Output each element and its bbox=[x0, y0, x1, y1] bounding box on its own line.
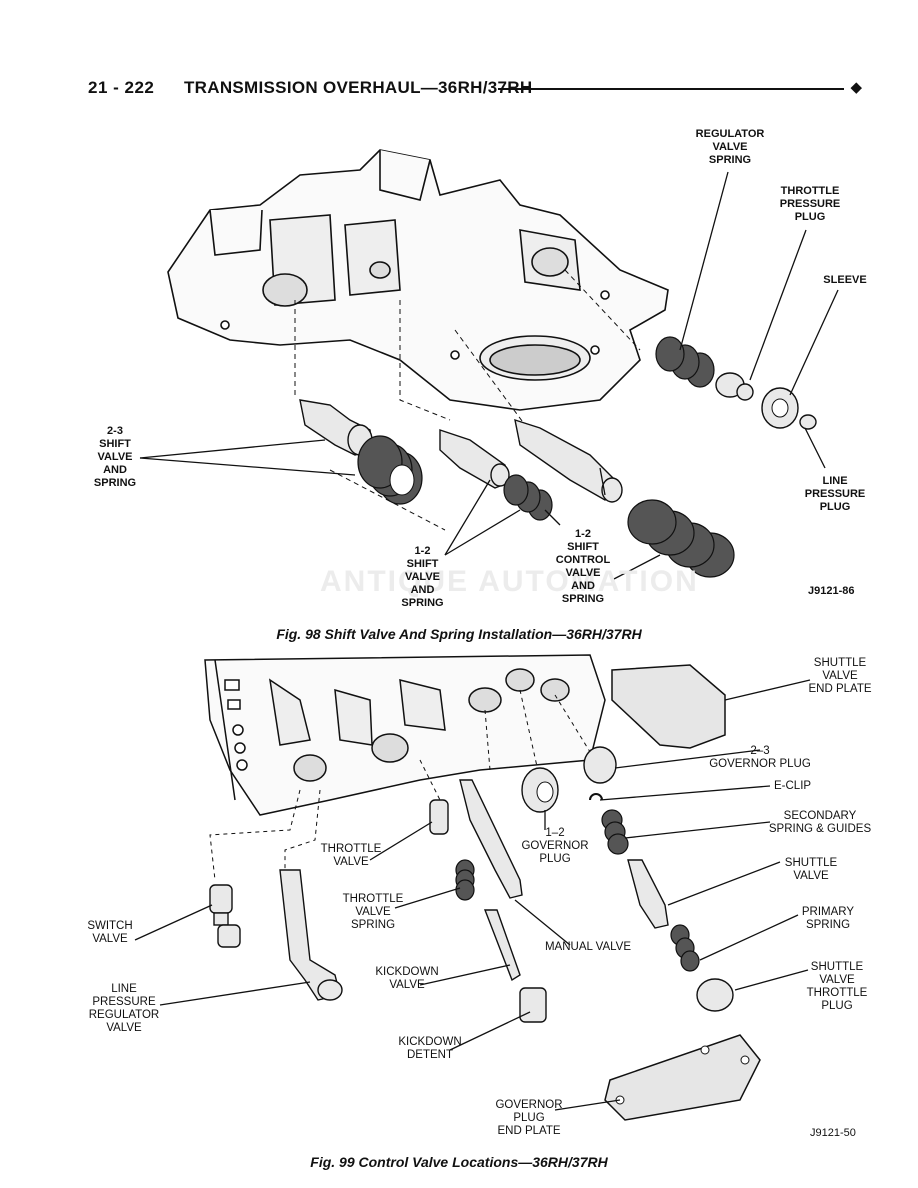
secondary-spring-part bbox=[601, 809, 629, 855]
label-shuttle-valve: SHUTTLE VALVE bbox=[784, 857, 838, 882]
header-rule bbox=[498, 88, 844, 90]
label-line-pressure-plug: LINE PRESSURE PLUG bbox=[804, 475, 866, 513]
label-line-pressure-regulator: LINE PRESSURE REGULATOR VALVE bbox=[88, 983, 160, 1034]
label-sleeve: SLEEVE bbox=[823, 274, 867, 286]
page-header: 21 - 222 TRANSMISSION OVERHAUL—36RH/37RH… bbox=[88, 78, 862, 100]
manual-valve-part bbox=[459, 779, 523, 899]
shuttle-throttle-plug-part bbox=[696, 978, 734, 1012]
line-pressure-plug bbox=[799, 414, 817, 430]
throttle-valve-part bbox=[429, 799, 449, 835]
throttle-pressure-plug bbox=[715, 372, 754, 401]
shift-12-valve bbox=[439, 429, 511, 489]
label-12-shift-control: 1-2 SHIFT CONTROL VALVE AND SPRING bbox=[555, 528, 611, 605]
kickdown-valve-part bbox=[483, 909, 521, 982]
label-manual-valve: MANUAL VALVE bbox=[544, 941, 632, 953]
label-kickdown-detent: KICKDOWN DETENT bbox=[398, 1036, 462, 1061]
label-throttle-pressure-plug: THROTTLE PRESSURE PLUG bbox=[779, 185, 841, 223]
page-number: 21 - 222 bbox=[88, 78, 155, 97]
primary-spring-part bbox=[670, 924, 700, 972]
label-12-governor-plug: 1–2 GOVERNOR PLUG bbox=[521, 827, 589, 865]
figure-code-98: J9121-86 bbox=[808, 585, 855, 597]
e-clip-part bbox=[589, 793, 603, 801]
switch-valve-part bbox=[209, 884, 241, 948]
label-throttle-valve-spring: THROTTLE VALVE SPRING bbox=[342, 893, 404, 931]
section-title: TRANSMISSION OVERHAUL—36RH/37RH bbox=[184, 78, 533, 97]
regulator-valve-spring bbox=[655, 336, 715, 388]
label-governor-plug-end-plate: GOVERNOR PLUG END PLATE bbox=[495, 1099, 563, 1137]
label-primary-spring: PRIMARY SPRING bbox=[801, 906, 855, 931]
shift-12-control-valve bbox=[514, 418, 623, 503]
label-23-governor-plug: 2–3 GOVERNOR PLUG bbox=[709, 745, 811, 770]
shift-12-control-spring bbox=[627, 499, 735, 578]
label-secondary-spring: SECONDARY SPRING & GUIDES bbox=[768, 810, 872, 835]
figure-code-99: J9121-50 bbox=[810, 1127, 856, 1139]
line-pressure-regulator-part bbox=[279, 869, 343, 1001]
label-kickdown-valve: KICKDOWN VALVE bbox=[375, 966, 439, 991]
shift-23-valve bbox=[299, 399, 373, 456]
governor-end-plate bbox=[604, 1034, 761, 1121]
shuttle-end-plate bbox=[611, 664, 726, 749]
shuttle-valve-part bbox=[627, 859, 669, 929]
caption-fig98: Fig. 98 Shift Valve And Spring Installat… bbox=[276, 626, 642, 642]
governor-plug-23-part bbox=[583, 746, 617, 784]
fig98-illustration bbox=[139, 149, 839, 581]
shift-12-spring bbox=[503, 474, 553, 521]
label-e-clip: E-CLIP bbox=[774, 780, 812, 792]
valve-body-upper bbox=[167, 149, 669, 411]
label-regulator-valve-spring: REGULATOR VALVE SPRING bbox=[695, 128, 765, 166]
kickdown-detent-part bbox=[519, 987, 547, 1023]
sleeve bbox=[761, 387, 799, 429]
label-12-shift-valve-spring: 1-2 SHIFT VALVE AND SPRING bbox=[401, 545, 444, 609]
governor-plug-12-part bbox=[521, 767, 559, 813]
label-shuttle-valve-throttle-plug: SHUTTLE VALVE THROTTLE PLUG bbox=[806, 961, 868, 1012]
label-throttle-valve: THROTTLE VALVE bbox=[320, 843, 382, 868]
diamond-icon: ◆ bbox=[850, 79, 862, 96]
caption-fig99: Fig. 99 Control Valve Locations—36RH/37R… bbox=[310, 1154, 608, 1170]
label-23-shift-valve-spring: 2-3 SHIFT VALVE AND SPRING bbox=[93, 425, 137, 489]
valve-body-lower bbox=[204, 654, 606, 816]
label-shuttle-valve-end-plate: SHUTTLE VALVE END PLATE bbox=[808, 657, 872, 695]
watermark: ANTIQUE AUTOMATION bbox=[320, 565, 699, 598]
shift-23-spring bbox=[357, 435, 423, 505]
throttle-valve-spring-part bbox=[455, 859, 475, 901]
label-switch-valve: SWITCH VALVE bbox=[87, 920, 133, 945]
